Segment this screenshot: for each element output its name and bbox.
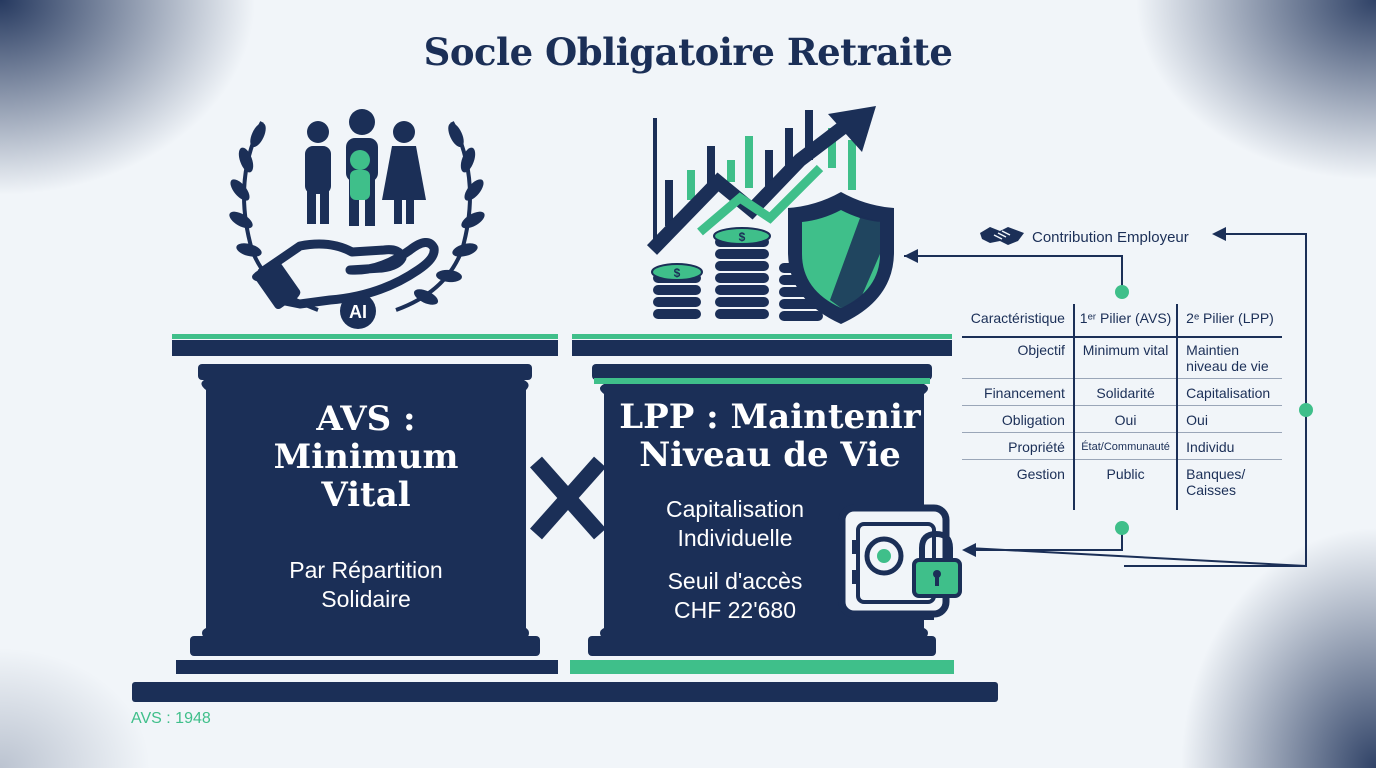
growth-arrow-icon xyxy=(646,106,876,255)
lpp-threshold-line-1: Seuil d'accès xyxy=(667,568,803,594)
avs-sub-line-1: Par Répartition xyxy=(289,557,443,583)
lpp-headline-line-2: Niveau de Vie xyxy=(639,435,901,475)
coins-icon: $ $ xyxy=(651,227,825,323)
table-cell: Obligation xyxy=(962,405,1074,433)
table-cell: Banques/ Caisses xyxy=(1176,459,1282,510)
svg-text:$: $ xyxy=(674,266,681,280)
stock-chart-icon xyxy=(653,110,856,242)
table-cell: Capitalisation xyxy=(1176,378,1282,406)
hand-icon xyxy=(253,238,439,310)
connector-node-bottom xyxy=(1115,521,1129,535)
arrow-to-lpp-icon xyxy=(904,249,918,263)
pillar-connector xyxy=(530,456,606,540)
table-header-cell: 1ᵉʳ Pilier (AVS) xyxy=(1072,304,1178,338)
table-cell: Individu xyxy=(1176,432,1282,460)
comparison-table: Caractéristique 1ᵉʳ Pilier (AVS) 2ᵉ Pili… xyxy=(962,304,1282,510)
avs-sub-line-2: Solidaire xyxy=(321,586,411,612)
table-cell: Minimum vital xyxy=(1072,337,1178,379)
table-cell: Gestion xyxy=(962,459,1074,510)
contribution-employer-label: Contribution Employeur xyxy=(978,223,1189,251)
table-cell: Objectif xyxy=(1017,342,1065,358)
lpp-sub-line-1: Capitalisation xyxy=(665,496,805,522)
connector-node-top xyxy=(1115,285,1129,299)
shield-icon xyxy=(788,192,894,324)
left-pillar-text: AVS : Minimum Vital Par Répartition Soli… xyxy=(206,400,526,614)
avs-headline-line-1: AVS : xyxy=(316,399,416,439)
page-title: Socle Obligatoire Retraite xyxy=(423,30,953,74)
table-row: Gestion Public Banques/ Caisses xyxy=(962,459,1282,510)
contribution-connectors xyxy=(904,233,1307,568)
arrow-contribution-icon xyxy=(1212,227,1226,241)
svg-text:$: $ xyxy=(739,230,746,244)
table-header-cell: Caractéristique xyxy=(962,304,1074,338)
handshake-icon xyxy=(978,223,1026,251)
table-header-row: Caractéristique 1ᵉʳ Pilier (AVS) 2ᵉ Pili… xyxy=(962,304,1282,338)
laurel-wreath-icon xyxy=(229,121,485,312)
table-header-cell: 2ᵉ Pilier (LPP) xyxy=(1176,304,1282,338)
ai-badge: AI xyxy=(340,293,376,329)
table-cell: État/Communauté xyxy=(1072,432,1178,460)
table-row: Propriété État/Communauté Individu xyxy=(962,432,1282,460)
table-cell: Oui xyxy=(1176,405,1282,433)
table-row: Objectif Minimum vital Maintien niveau d… xyxy=(962,337,1282,379)
footnote: AVS : 1948 xyxy=(131,710,211,727)
right-pillar-subtext: Capitalisation Individuelle Seuil d'accè… xyxy=(604,495,866,625)
lock-icon xyxy=(912,530,962,598)
base-platform xyxy=(132,682,998,702)
table-cell: Maintien niveau de vie xyxy=(1176,337,1282,379)
contribution-label-text: Contribution Employeur xyxy=(1032,228,1189,246)
svg-text:AI: AI xyxy=(349,302,367,322)
avs-headline-line-2: Minimum xyxy=(273,437,459,477)
table-row: Financement Solidarité Capitalisation xyxy=(962,378,1282,406)
table-row: Obligation Oui Oui xyxy=(962,405,1282,433)
table-cell: Oui xyxy=(1072,405,1178,433)
family-icon xyxy=(305,109,426,226)
table-cell: Financement xyxy=(962,378,1074,406)
lpp-threshold-line-2: CHF 22'680 xyxy=(673,597,796,623)
table-cell: Public xyxy=(1072,459,1178,510)
lpp-headline-line-1: LPP : Maintenir xyxy=(619,397,921,437)
arrow-to-safe-icon xyxy=(962,543,976,557)
table-cell: Propriété xyxy=(962,432,1074,460)
left-pillar xyxy=(172,334,558,674)
avs-headline-line-3: Vital xyxy=(321,475,411,515)
right-pillar-text: LPP : Maintenir Niveau de Vie xyxy=(604,398,936,474)
lpp-sub-line-2: Individuelle xyxy=(677,525,793,551)
connector-node-right xyxy=(1299,403,1313,417)
table-cell: Solidarité xyxy=(1072,378,1178,406)
